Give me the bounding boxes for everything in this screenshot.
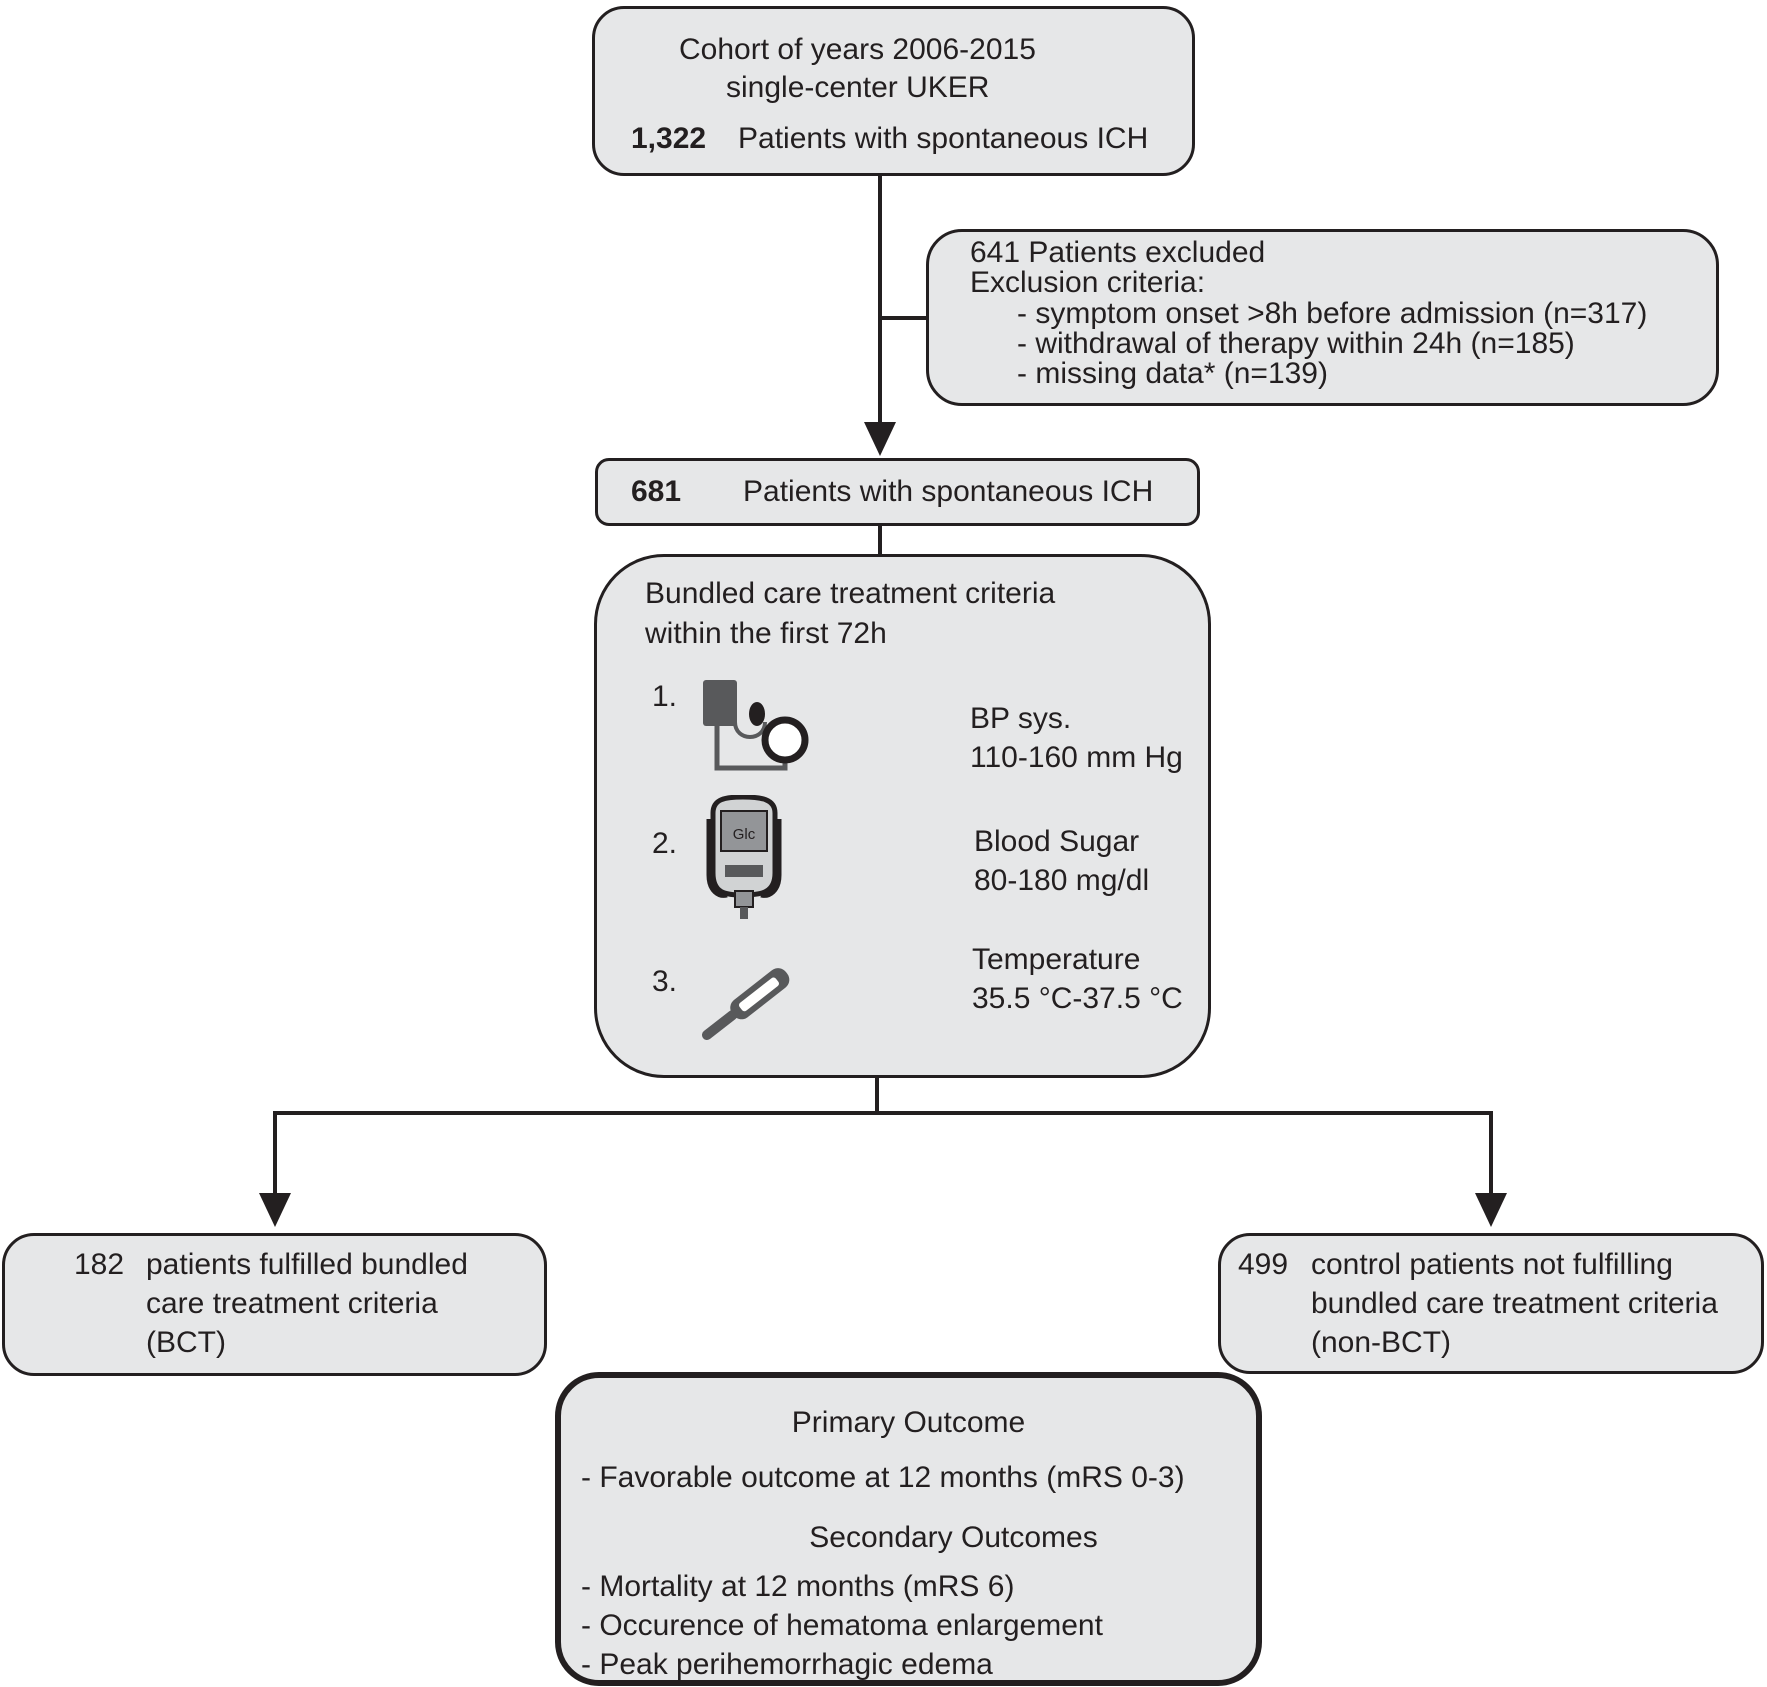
bct-count: 182 [74, 1248, 125, 1281]
glucometer-label: Glc [733, 826, 756, 843]
secondary-outcome-item: - Mortality at 12 months (mRS 6) [581, 1570, 1015, 1603]
criterion-range: 35.5 °C-37.5 °C [972, 982, 1183, 1015]
bct-box: 182 patients fulfilled bundled care trea… [2, 1233, 547, 1376]
criterion-range: 80-180 mg/dl [974, 864, 1150, 897]
bct-line3: (BCT) [146, 1326, 226, 1359]
cohort-title-line2: single-center UKER [726, 71, 990, 104]
criterion-number: 3. [652, 965, 678, 998]
included-box: 681 Patients with spontaneous ICH [595, 458, 1200, 526]
non-bct-line1: control patients not fulfilling [1311, 1248, 1673, 1281]
non-bct-line2: bundled care treatment criteria [1311, 1287, 1718, 1320]
secondary-outcome-item: - Peak perihemorrhagic edema [581, 1648, 993, 1681]
split-left-arrowhead [259, 1193, 291, 1227]
exclusion-item: - symptom onset >8h before admission (n=… [1017, 297, 1648, 330]
non-bct-line3: (non-BCT) [1311, 1326, 1452, 1359]
criterion-label: Temperature [972, 943, 1141, 976]
criterion-number: 2. [652, 827, 678, 860]
criterion-range: 110-160 mm Hg [970, 741, 1183, 774]
cohort-count: 1,322 [631, 122, 707, 155]
exclusion-item: - missing data* (n=139) [1017, 357, 1328, 390]
cohort-title-line1: Cohort of years 2006-2015 [679, 33, 1036, 66]
exclusion-header: 641 Patients excluded [970, 236, 1266, 269]
included-description: Patients with spontaneous ICH [743, 475, 1154, 508]
criterion-label: BP sys. [970, 702, 1072, 735]
glucometer-icon: Glc [706, 795, 782, 919]
blood-pressure-cuff-icon [703, 680, 809, 771]
exclusion-criteria-label: Exclusion criteria: [970, 266, 1206, 299]
criterion-number: 1. [652, 680, 678, 713]
secondary-outcomes-title: Secondary Outcomes [809, 1521, 1098, 1554]
cohort-box: Cohort of years 2006-2015 single-center … [592, 6, 1195, 176]
exclusion-item: - withdrawal of therapy within 24h (n=18… [1017, 327, 1575, 360]
outcomes-box: Primary Outcome - Favorable outcome at 1… [555, 1372, 1262, 1686]
non-bct-box: 499 control patients not fulfilling bund… [1218, 1233, 1764, 1374]
bundled-care-box: Bundled care treatment criteria within t… [594, 554, 1211, 1078]
included-count: 681 [631, 475, 682, 508]
bct-line1: patients fulfilled bundled [146, 1248, 468, 1281]
secondary-outcome-item: - Occurence of hematoma enlargement [581, 1609, 1103, 1642]
primary-outcome-item: - Favorable outcome at 12 months (mRS 0-… [581, 1461, 1185, 1494]
thermometer-icon [701, 968, 790, 1040]
cohort-to-included-arrowhead [864, 422, 896, 456]
bundled-title-line2: within the first 72h [645, 617, 887, 650]
criterion-label: Blood Sugar [974, 825, 1140, 858]
split-right-arrowhead [1475, 1193, 1507, 1227]
non-bct-count: 499 [1238, 1248, 1289, 1281]
cohort-description: Patients with spontaneous ICH [738, 122, 1149, 155]
exclusion-box: 641 Patients excluded Exclusion criteria… [926, 229, 1719, 406]
bct-line2: care treatment criteria [146, 1287, 438, 1320]
primary-outcome-title: Primary Outcome [791, 1406, 1026, 1439]
bundled-title-line1: Bundled care treatment criteria [645, 577, 1056, 610]
